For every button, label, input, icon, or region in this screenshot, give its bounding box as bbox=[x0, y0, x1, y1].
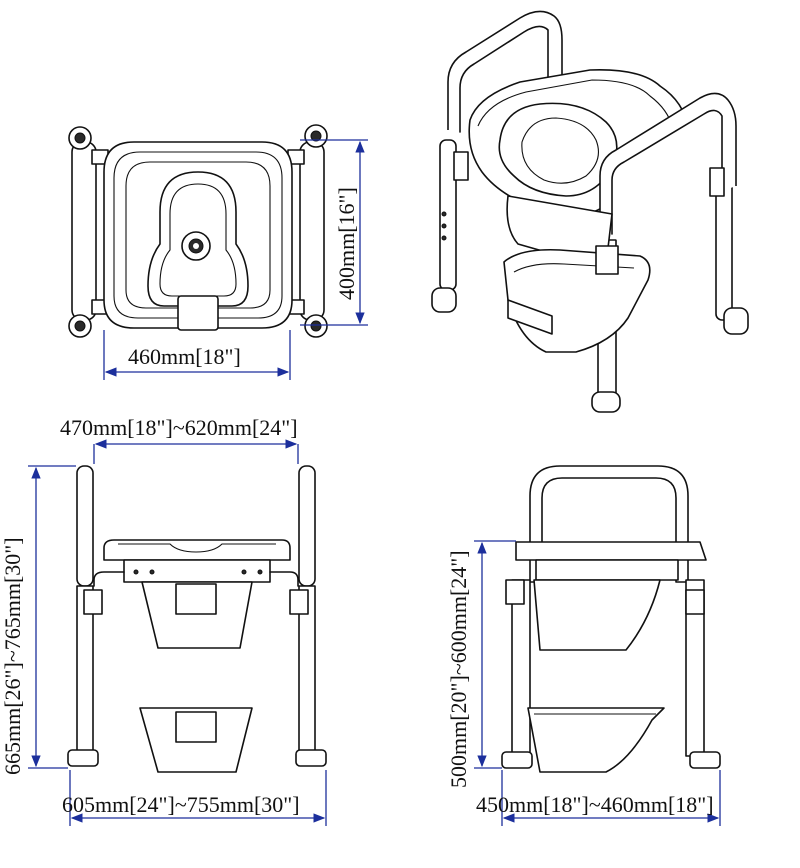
side-seat-height-label: 500mm[20"]~600mm[24"] bbox=[446, 550, 471, 788]
side-view bbox=[501, 465, 721, 773]
front-base-width-label: 605mm[24"]~755mm[30"] bbox=[62, 792, 300, 817]
side-view-dimensions bbox=[474, 540, 721, 826]
front-arm-width-label: 470mm[18"]~620mm[24"] bbox=[60, 415, 298, 440]
top-width-label: 460mm[18"] bbox=[128, 344, 241, 369]
front-view bbox=[67, 465, 327, 773]
top-view-dimensions bbox=[103, 139, 368, 380]
top-depth-label: 400mm[16"] bbox=[334, 187, 359, 300]
top-view bbox=[68, 124, 328, 338]
front-view-dimensions bbox=[28, 439, 327, 826]
perspective-view bbox=[431, 10, 749, 413]
side-base-depth-label: 450mm[18"]~460mm[18"] bbox=[476, 792, 714, 817]
front-height-label: 665mm[26"]~765mm[30"] bbox=[0, 537, 25, 775]
